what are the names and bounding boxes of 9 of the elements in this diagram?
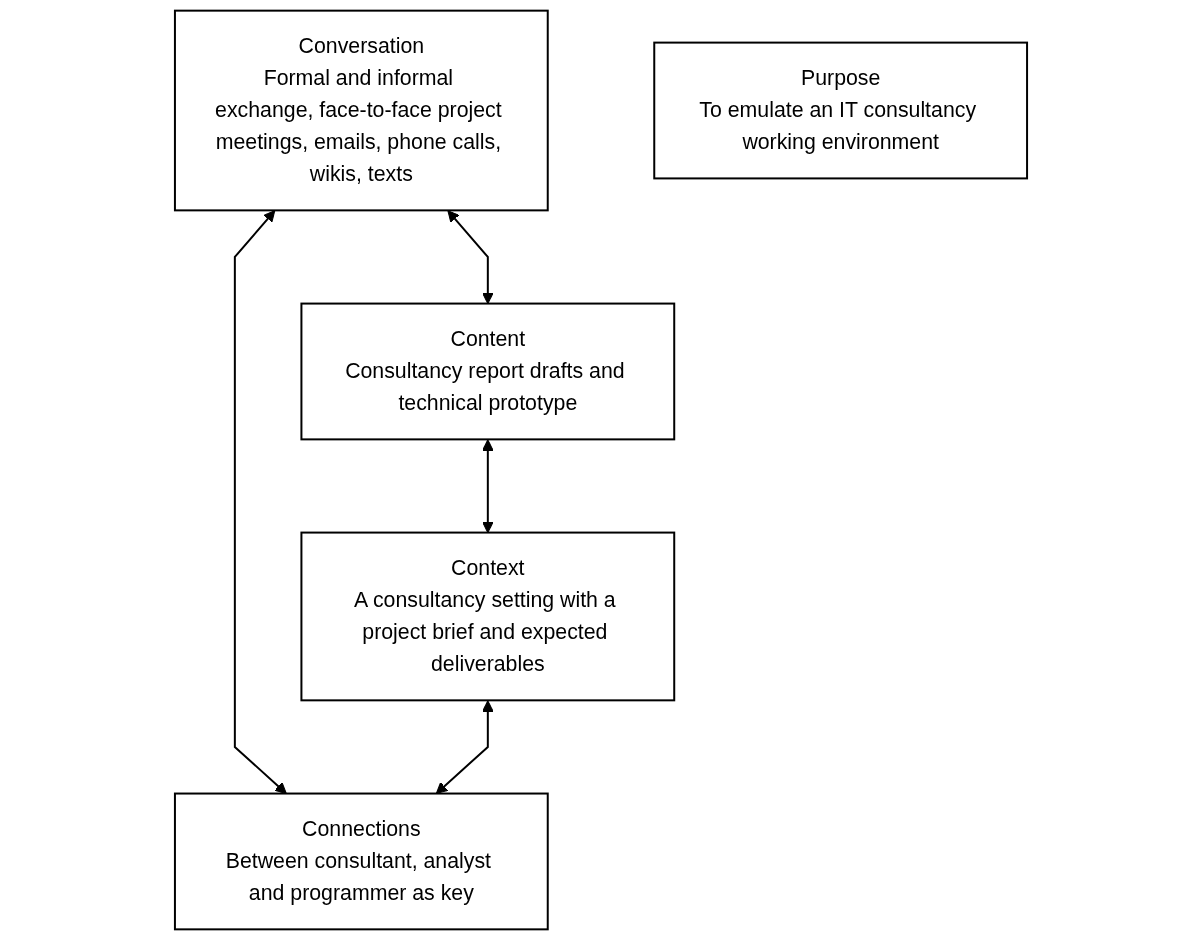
node-box: Content Consultancy report drafts and technical prototype xyxy=(300,302,676,441)
arrow xyxy=(447,210,494,305)
arrow xyxy=(233,210,287,795)
arrow xyxy=(481,439,494,534)
node-box: Connections Between consultant, analyst and programmer as key xyxy=(173,792,549,931)
node-box: Purpose To emulate an IT consultancy working environment xyxy=(653,41,1029,180)
node-box: Conversation Formal and informal exchange, face-to-face project meetings, emails, phone calls, wikis, texts xyxy=(173,9,549,212)
node-box: Context A consultancy setting with a project brief and expected deliverables xyxy=(300,531,676,702)
arrow xyxy=(435,700,494,795)
